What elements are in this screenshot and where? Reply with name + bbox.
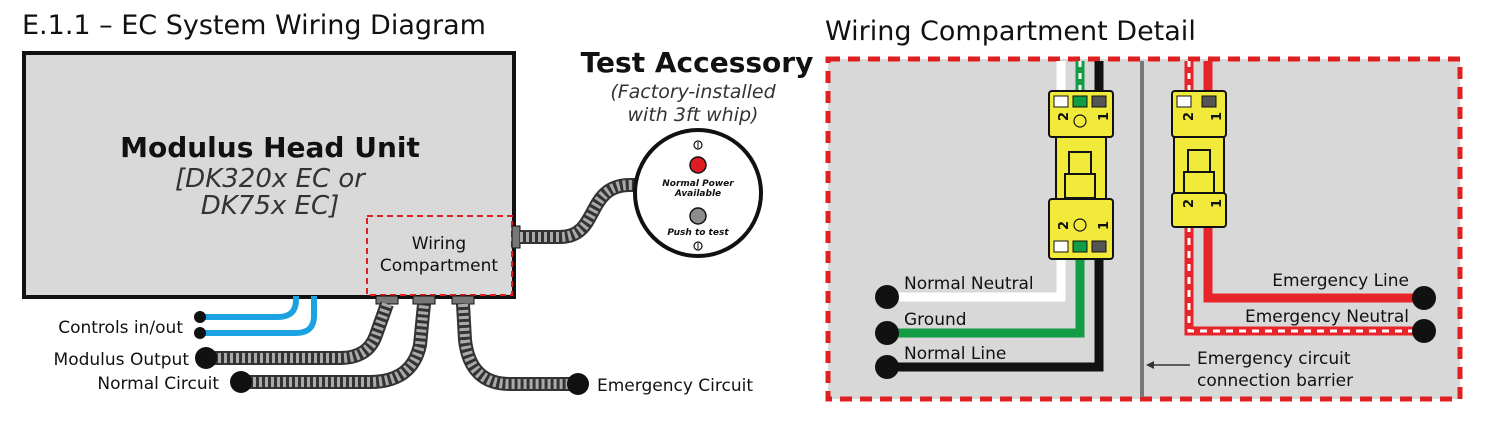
test-accessory-plate: [633, 128, 763, 258]
control-terminal-2: [194, 327, 206, 339]
head-unit-name: Modulus Head Unit: [120, 131, 420, 164]
ground-label: Ground: [904, 310, 967, 330]
push-to-test-label: Push to test: [667, 228, 729, 238]
accessory-title: Test Accessory: [581, 46, 814, 79]
accessory-note-1: (Factory-installed: [610, 81, 776, 103]
compartment-label-2: Compartment: [380, 256, 498, 276]
controls-label: Controls in/out: [58, 318, 183, 338]
right-title: Wiring Compartment Detail: [825, 16, 1196, 47]
accessory-note-2: with 3ft whip): [628, 104, 759, 126]
normal-neutral-terminal: [875, 285, 899, 309]
ground-terminal: [875, 321, 899, 345]
normal-circuit-terminal: [230, 371, 252, 393]
emergency-line-label: Emergency Line: [1272, 271, 1409, 291]
normal-neutral-wire: [887, 258, 1066, 302]
normal-pin-2-bottom: 2: [1057, 221, 1072, 230]
normal-pin-1-bottom: 1: [1097, 221, 1112, 230]
head-unit-models-2: DK75x EC]: [201, 191, 340, 221]
normal-connector: 2 1 2 1: [1048, 90, 1114, 260]
normal-line-label: Normal Line: [904, 344, 1006, 364]
bottom-knockout-3: [451, 295, 475, 305]
emergency-connector: 2 1 2 1: [1171, 90, 1227, 228]
barrier-label-2: connection barrier: [1197, 371, 1353, 391]
compartment-label-1: Wiring: [412, 234, 466, 254]
wiring-compartment-box: [366, 215, 513, 296]
top-screw-icon: [693, 140, 703, 150]
control-wire-1: [200, 296, 299, 320]
normal-pin-2-top: 2: [1057, 112, 1072, 121]
emergency-circuit-label: Emergency Circuit: [597, 376, 753, 396]
normal-pin-1-top: 1: [1097, 112, 1112, 121]
side-knockout: [511, 225, 521, 249]
power-indicator-light: [689, 156, 707, 174]
barrier-label-1: Emergency circuit: [1197, 349, 1351, 369]
emergency-line-terminal: [1412, 286, 1436, 310]
bottom-screw-icon: [693, 241, 703, 251]
emergency-line-wire: [1203, 225, 1424, 303]
emergency-pin-2-top: 2: [1182, 112, 1197, 121]
bottom-knockout-2: [412, 295, 436, 305]
emergency-circuit-terminal: [567, 373, 589, 395]
left-title: E.1.1 – EC System Wiring Diagram: [22, 10, 486, 41]
power-label-2: Available: [674, 189, 721, 199]
ground-wire: [887, 258, 1085, 338]
emergency-pin-2-bottom: 2: [1182, 199, 1197, 208]
normal-line-wire: [887, 258, 1104, 372]
push-to-test-button[interactable]: [689, 207, 707, 225]
head-unit-box: [22, 51, 516, 299]
modulus-output-terminal: [195, 347, 217, 369]
power-label-1: Normal Power: [662, 179, 734, 189]
control-terminal-1: [194, 311, 206, 323]
normal-circuit-label: Normal Circuit: [97, 374, 219, 394]
head-unit-models-1: [DK320x EC or: [175, 164, 367, 194]
modulus-output-label: Modulus Output: [54, 350, 190, 370]
emergency-pin-1-bottom: 1: [1210, 199, 1225, 208]
normal-line-terminal: [875, 355, 899, 379]
emergency-neutral-terminal: [1412, 319, 1436, 343]
control-wire-2: [200, 296, 317, 336]
normal-neutral-label: Normal Neutral: [904, 274, 1034, 294]
bottom-knockout-1: [375, 295, 399, 305]
emergency-neutral-label: Emergency Neutral: [1245, 307, 1409, 327]
emergency-pin-1-top: 1: [1210, 112, 1225, 121]
